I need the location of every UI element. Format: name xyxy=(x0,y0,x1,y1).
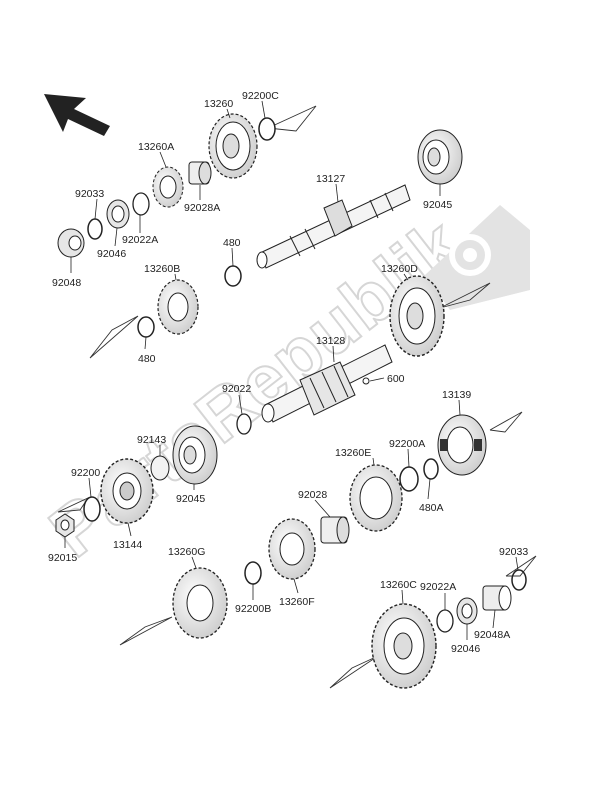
label-13260F: 13260F xyxy=(279,596,315,608)
label-92045-bottom: 92045 xyxy=(176,493,205,505)
part-92045-ball-bearing-bottom xyxy=(172,425,218,485)
label-92028: 92028 xyxy=(298,489,327,501)
label-92015: 92015 xyxy=(48,552,77,564)
front-direction-arrow-icon xyxy=(44,94,110,136)
guide-lines xyxy=(57,105,537,689)
part-92200-washer xyxy=(83,496,101,522)
label-92022A-bottom: 92022A xyxy=(420,581,456,593)
part-92200A-washer xyxy=(399,466,419,492)
label-13260B: 13260B xyxy=(144,263,180,275)
part-13260F-gear xyxy=(268,518,316,580)
label-92022: 92022 xyxy=(222,383,251,395)
label-92048: 92048 xyxy=(52,277,81,289)
watermark-gear-icon xyxy=(425,205,530,310)
label-13260: 13260 xyxy=(204,98,233,110)
label-13260G: 13260G xyxy=(168,546,205,558)
part-labels: 13260 92200C 13260A 92033 92028A 92022A … xyxy=(48,90,528,655)
label-13139: 13139 xyxy=(442,389,471,401)
part-92143-collar xyxy=(150,455,170,481)
part-13260A-gear xyxy=(152,166,184,208)
label-92033-top: 92033 xyxy=(75,188,104,200)
leader-lines xyxy=(64,100,519,640)
part-13128-input-shaft xyxy=(261,344,393,423)
part-480-circlip-top xyxy=(224,265,242,287)
label-600: 600 xyxy=(387,373,405,385)
label-92143: 92143 xyxy=(137,434,166,446)
part-92048-collar xyxy=(57,228,85,258)
label-92048A: 92048A xyxy=(474,629,510,641)
label-480-bottom: 480 xyxy=(138,353,156,365)
part-600-steel-ball xyxy=(362,377,370,385)
part-92046-needle-bearing-bottom xyxy=(456,597,478,625)
part-92045-ball-bearing-top xyxy=(417,129,463,185)
label-92028A: 92028A xyxy=(184,202,220,214)
label-13127: 13127 xyxy=(316,173,345,185)
label-92200C: 92200C xyxy=(242,90,279,102)
label-92045-top: 92045 xyxy=(423,199,452,211)
part-13260D-gear xyxy=(389,275,445,357)
label-92046-bottom: 92046 xyxy=(451,643,480,655)
part-92015-nut xyxy=(55,513,75,538)
part-92200C-washer xyxy=(258,117,276,141)
part-13127-output-shaft xyxy=(256,184,411,269)
label-92022A-top: 92022A xyxy=(122,234,158,246)
part-480-circlip-bottom xyxy=(137,316,155,338)
label-13260C: 13260C xyxy=(380,579,417,591)
label-92046-top: 92046 xyxy=(97,248,126,260)
part-13144-sprocket xyxy=(100,458,154,524)
label-92200: 92200 xyxy=(71,467,100,479)
part-480A-circlip xyxy=(423,458,439,480)
label-13260D: 13260D xyxy=(381,263,418,275)
label-13144: 13144 xyxy=(113,539,142,551)
label-92033-bottom: 92033 xyxy=(499,546,528,558)
part-92048A-collar xyxy=(482,585,512,611)
label-13260E: 13260E xyxy=(335,447,371,459)
label-13128: 13128 xyxy=(316,335,345,347)
part-92200B-washer xyxy=(244,561,262,585)
part-92022-washer xyxy=(236,413,252,435)
part-13260E-gear xyxy=(349,464,403,532)
part-13260C-gear xyxy=(371,603,437,689)
part-13260G-gear xyxy=(172,567,228,639)
part-92022A-washer-top xyxy=(132,192,150,216)
part-13260-gear xyxy=(208,113,258,179)
part-92028-needle-bearing xyxy=(320,516,350,544)
part-92022A-washer-bottom xyxy=(436,609,454,633)
part-92033-circlip-top xyxy=(87,218,103,240)
part-92028A-needle-bearing xyxy=(188,161,212,185)
label-480-top: 480 xyxy=(223,237,241,249)
part-92046-needle-bearing-top xyxy=(106,199,130,229)
label-13260A: 13260A xyxy=(138,141,174,153)
label-480A: 480A xyxy=(419,502,444,514)
part-92033-circlip-bottom xyxy=(511,569,527,591)
label-92200A: 92200A xyxy=(389,438,425,450)
label-92200B: 92200B xyxy=(235,603,271,615)
part-13139-drum-hub xyxy=(437,414,487,476)
part-13260B-gear xyxy=(157,279,199,335)
